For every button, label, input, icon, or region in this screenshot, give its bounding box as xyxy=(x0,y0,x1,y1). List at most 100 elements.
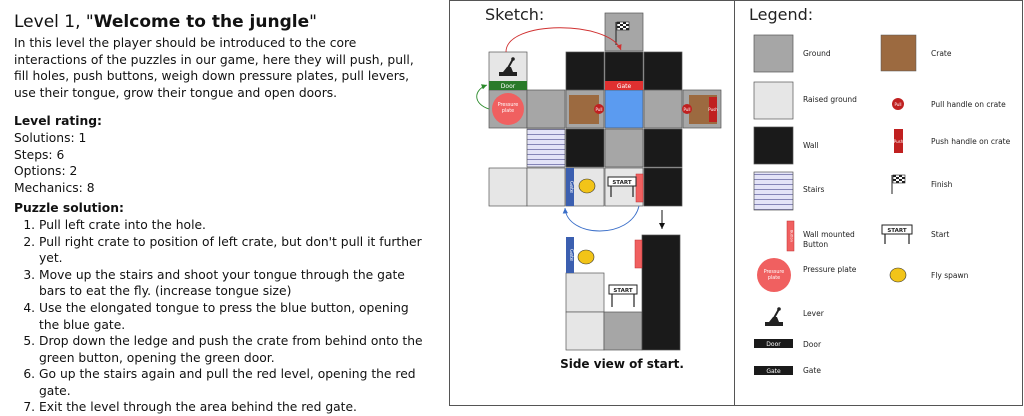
legend-start-icon: START xyxy=(881,224,913,244)
legend-ground-label: Ground xyxy=(803,49,831,58)
level-intro: In this level the player should be intro… xyxy=(14,36,414,100)
door-label: Door xyxy=(501,83,516,90)
blue-area-tile xyxy=(604,89,644,129)
legend-fly-swatch xyxy=(889,267,907,283)
legend-push-label: Push handle on crate xyxy=(931,137,1011,146)
sketch-heading: Sketch: xyxy=(485,5,544,24)
side-view-caption: Side view of start. xyxy=(560,357,684,371)
legend-door-swatch xyxy=(754,339,793,348)
solution-step: Drop down the ledge and push the crate f… xyxy=(39,333,429,366)
level-title: Level 1, "Welcome to the jungle" xyxy=(14,12,429,32)
legend-gate-swatch xyxy=(754,366,793,375)
solution-step: Go up the stairs again and pull the red … xyxy=(39,366,429,399)
legend-wall-button-swatch-text: Button xyxy=(790,230,794,242)
legend-pull-swatch xyxy=(892,98,904,110)
legend-finish-icon xyxy=(891,174,906,194)
stairs-tile xyxy=(526,128,566,168)
ground-tile xyxy=(643,89,683,129)
side-start-sign: START xyxy=(608,284,638,307)
rating-options: Options: 2 xyxy=(14,164,78,179)
legend-lever-icon xyxy=(765,307,783,326)
legend-stairs-label: Stairs xyxy=(803,185,824,194)
ground-tile xyxy=(526,89,566,129)
legend-start-swatch-text: START xyxy=(887,228,907,234)
side-gate-label: Gate xyxy=(568,249,574,261)
legend-col1: Ground Raised ground Wall Stairs Button … xyxy=(753,34,857,375)
level-description: Level 1, "Welcome to the jungle" In this… xyxy=(14,12,429,416)
gate-blue-label: Gate xyxy=(568,181,574,193)
door-green xyxy=(489,81,527,90)
legend-col2: Crate Pull Pull handle on crate Push Pus… xyxy=(880,34,1011,283)
solution-step: Exit the level through the area behind t… xyxy=(39,399,429,416)
legend-door-label: Door xyxy=(803,340,822,349)
title-suffix: " xyxy=(309,12,317,32)
legend-raised-swatch xyxy=(753,81,794,120)
solution-steps: Pull left crate into the hole. Pull righ… xyxy=(14,217,429,416)
ground-tile xyxy=(603,311,643,351)
wall-tile xyxy=(565,51,605,91)
title-prefix: Level 1, " xyxy=(14,12,94,32)
wall-tile xyxy=(643,167,683,207)
legend-push-swatch xyxy=(894,129,903,153)
side-gate-blue xyxy=(566,237,574,273)
title-name: Welcome to the jungle xyxy=(93,12,310,32)
legend-push-swatch-text: Push xyxy=(894,139,904,144)
gate-red xyxy=(605,81,643,90)
wall-tile xyxy=(643,128,683,168)
legend-raised-label: Raised ground xyxy=(803,95,857,104)
legend-finish-label: Finish xyxy=(931,180,953,189)
raised-tile xyxy=(526,167,566,207)
finish-icon xyxy=(615,21,630,45)
solution-step: Pull left crate into the hole. xyxy=(39,217,429,234)
rating-mechanics: Mechanics: 8 xyxy=(14,180,95,195)
side-fly-spawn xyxy=(577,249,595,265)
legend-gate-swatch-text: Gate xyxy=(766,368,781,375)
legend-wall-swatch xyxy=(753,126,794,165)
legend-lever-label: Lever xyxy=(803,309,825,318)
rating-heading: Level rating: xyxy=(14,114,102,129)
rating-solutions: Solutions: 1 xyxy=(14,130,87,145)
ground-tile xyxy=(604,128,644,168)
wall-button xyxy=(635,173,644,203)
rating-steps: Steps: 6 xyxy=(14,147,65,162)
legend-frame xyxy=(734,0,1023,406)
blue-arrow xyxy=(562,205,640,232)
sketch-legend-panel: Sketch: xyxy=(449,0,1023,406)
legend-heading: Legend: xyxy=(749,5,813,24)
crate-left xyxy=(569,95,599,124)
raised-tile xyxy=(565,272,605,313)
push-label: Push xyxy=(708,107,718,112)
fly-spawn xyxy=(578,178,596,194)
solution-heading: Puzzle solution: xyxy=(14,201,124,216)
gate-label: Gate xyxy=(617,83,632,90)
legend-wall-label: Wall xyxy=(803,141,819,150)
wall-tile xyxy=(643,51,683,91)
side-wall-button xyxy=(634,239,643,269)
push-handle xyxy=(709,97,717,122)
pull-handle xyxy=(682,104,692,114)
green-arrow xyxy=(476,84,490,110)
legend-plate-label: Pressure plate xyxy=(803,265,857,274)
start-sign: START xyxy=(607,176,637,197)
red-arrow xyxy=(505,27,622,53)
pull-label: Pull xyxy=(595,107,602,112)
pull-label: Pull xyxy=(683,107,690,112)
lever-icon xyxy=(499,57,517,76)
start-label: START xyxy=(612,180,632,186)
legend-pull-label: Pull handle on crate xyxy=(931,100,1006,109)
raised-tile xyxy=(488,167,528,207)
wall-column xyxy=(641,234,681,351)
legend-plate-swatch xyxy=(757,258,791,292)
legend-start-label: Start xyxy=(931,230,949,239)
solution-step: Move up the stairs and shoot your tongue… xyxy=(39,267,429,300)
wall-tile xyxy=(565,128,605,168)
legend-crate-label: Crate xyxy=(931,49,952,58)
legend-gate-label: Gate xyxy=(803,366,821,375)
legend-ground-swatch xyxy=(753,34,794,73)
pull-handle xyxy=(594,104,604,114)
gate-blue xyxy=(566,168,574,206)
side-start-label: START xyxy=(613,288,633,294)
legend-door-swatch-text: Door xyxy=(766,341,781,348)
finish-tile xyxy=(604,12,644,52)
